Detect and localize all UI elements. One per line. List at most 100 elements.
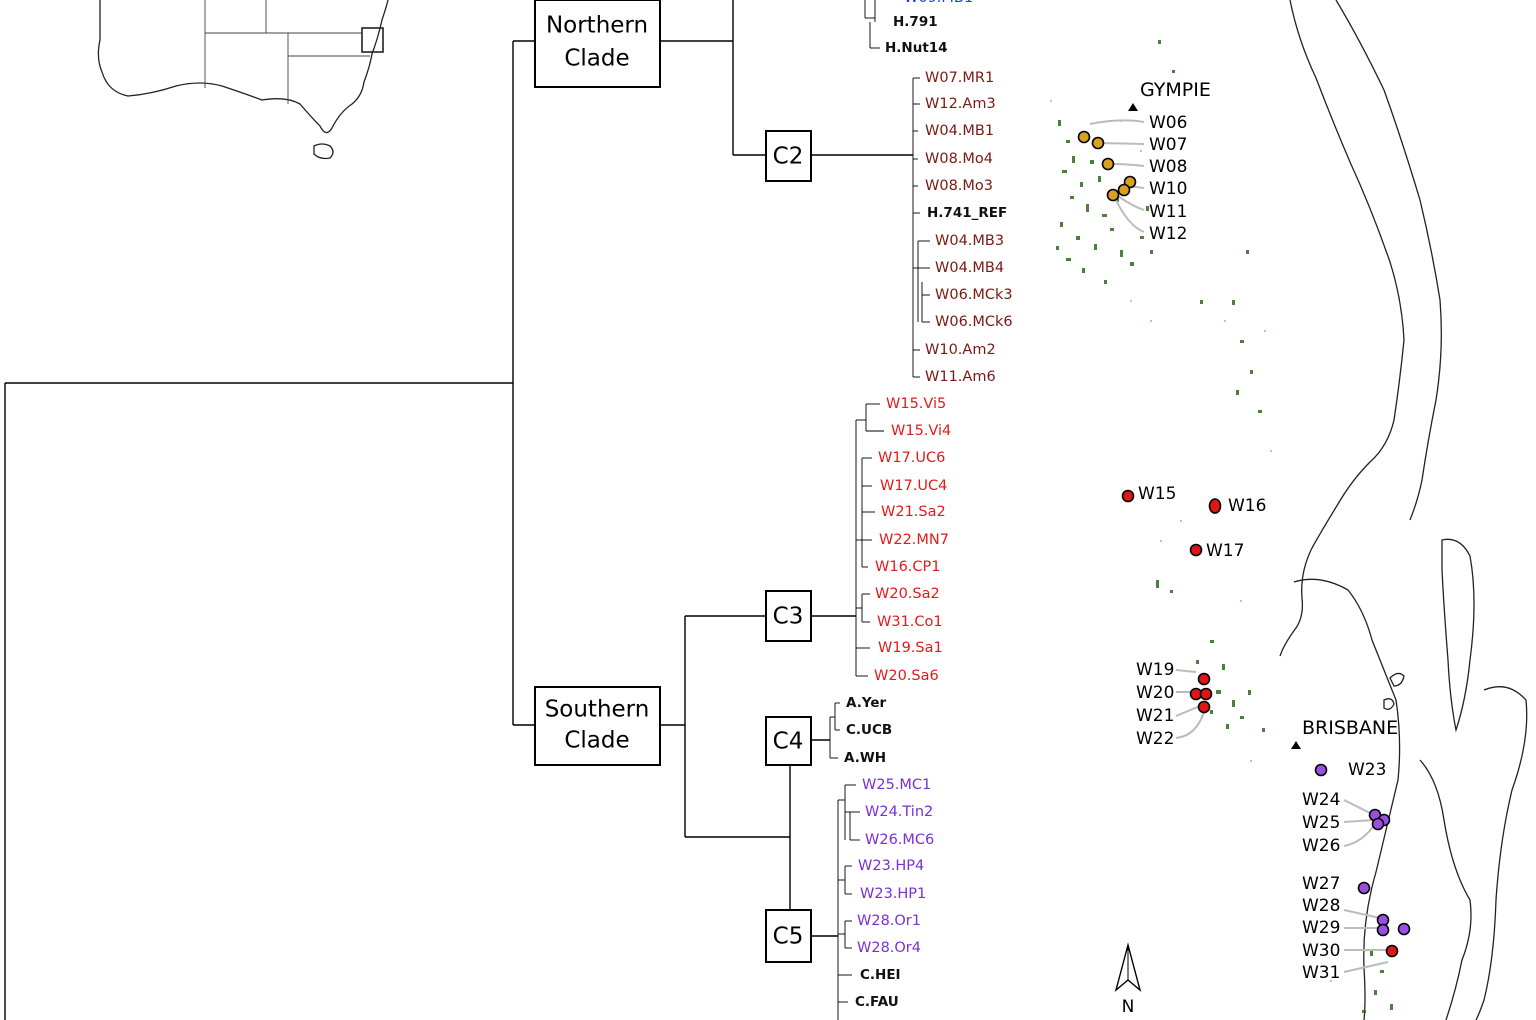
tip-label-w21-sa2: W21.Sa2 [881,504,946,520]
site-dot-w17 [1189,543,1203,557]
tip-label-w20-sa2: W20.Sa2 [875,586,940,602]
gympie-marker-icon [1128,103,1138,111]
site-label-w06: W06 [1149,113,1187,133]
northern-clade-box: Northern Clade [534,0,661,88]
site-label-w07: W07 [1149,135,1187,155]
site-points [1077,130,1411,958]
site-label-w25: W25 [1302,813,1340,833]
site-dot-w16 [1208,498,1222,514]
site-dot-w26 [1371,817,1385,831]
tree-fine-branches [829,0,930,1020]
tip-label-w25-mc1: W25.MC1 [862,777,931,793]
vegetation-patches [1050,40,1393,1013]
tip-label-w04-mb4: W04.MB4 [935,260,1004,276]
north-arrow-icon: N [1114,942,1142,1017]
tip-label-w24-tin2: W24.Tin2 [865,804,933,820]
brisbane-marker-icon [1291,741,1301,749]
tip-label-c-fau: C.FAU [855,994,899,1010]
tip-labels: W09.MB1H.791H.Nut14W07.MR1W12.Am3W04.MB1… [844,0,1013,1010]
tip-label-w26-mc6: W26.MC6 [865,832,934,848]
tip-label-w20-sa6: W20.Sa6 [874,668,939,684]
tip-label-h-741-ref: H.741_REF [927,205,1007,221]
site-labels: W06 W07 W08 W10 W11 W12 W15 W16 W17 W19 … [1136,113,1386,983]
site-label-w28: W28 [1302,896,1340,916]
phylogenetic-tree [4,0,913,1020]
tip-label-w08-mo4: W08.Mo4 [925,151,993,167]
subclade-c5-label: C5 [773,924,804,950]
australia-inset [97,0,389,160]
southern-clade-label-line1: Southern [545,697,650,723]
subclade-c3-label: C3 [773,604,804,630]
tip-label-w12-am3: W12.Am3 [925,96,996,112]
subclade-c5-box: C5 [765,909,812,963]
subclade-c4-label: C4 [773,729,804,755]
tip-label-w07-mr1: W07.MR1 [925,70,994,86]
site-dot-w27 [1357,881,1371,895]
tip-label-c-hei: C.HEI [860,967,901,983]
tip-label-w28-or4: W28.Or4 [857,940,921,956]
site-label-w10: W10 [1149,179,1187,199]
site-label-w20: W20 [1136,683,1174,703]
tip-label-w10-am2: W10.Am2 [925,342,996,358]
tip-label-w08-mo3: W08.Mo3 [925,178,993,194]
tip-label-w23-hp1: W23.HP1 [860,886,926,902]
tip-label-a-yer: A.Yer [846,695,887,711]
site-label-w15: W15 [1138,484,1176,504]
north-label: N [1122,997,1135,1017]
southern-clade-box: Southern Clade [534,686,661,766]
site-dot-w07 [1091,136,1105,150]
site-label-w12: W12 [1149,224,1187,244]
tip-label-w28-or1: W28.Or1 [857,913,921,929]
site-label-w30: W30 [1302,941,1340,961]
site-label-w19: W19 [1136,660,1174,680]
tip-label-w17-uc4: W17.UC4 [880,478,947,494]
regional-map: GYMPIE BRISBANE [1050,0,1528,1020]
site-label-w08: W08 [1149,157,1187,177]
site-label-w31: W31 [1302,963,1340,983]
tip-label-w06-mck6: W06.MCk6 [935,314,1013,330]
site-label-w23: W23 [1348,760,1386,780]
site-dot-w29 [1376,923,1390,937]
site-dot-w12 [1106,188,1120,202]
site-dot-w22 [1197,700,1211,714]
site-dot-w11 [1117,183,1131,197]
northern-clade-label-line2: Clade [564,46,629,72]
tip-label-w15-vi5: W15.Vi5 [886,396,946,412]
tip-label-w23-hp4: W23.HP4 [858,858,924,874]
tip-label-w16-cp1: W16.CP1 [875,559,941,575]
tip-label-w19-sa1: W19.Sa1 [878,640,943,656]
site-label-w16: W16 [1228,496,1266,516]
site-dot-w29b [1397,922,1411,936]
northern-clade-label-line1: Northern [546,13,648,39]
tip-label-h-nut14: H.Nut14 [885,40,948,56]
site-dot-w19 [1197,672,1211,686]
study-area-box [361,27,384,53]
subclade-c3-box: C3 [765,590,812,642]
tip-label-w06-mck3: W06.MCk3 [935,287,1013,303]
subclade-c2-label: C2 [773,144,804,170]
tip-label-w04-mb3: W04.MB3 [935,233,1004,249]
site-label-w22: W22 [1136,729,1174,749]
tip-label-w22-mn7: W22.MN7 [879,532,949,548]
site-dot-w08 [1101,157,1115,171]
tip-label-w31-co1: W31.Co1 [877,614,943,630]
tip-label-h-791: H.791 [893,14,938,30]
tip-label-w04-mb1: W04.MB1 [925,123,994,139]
site-label-w11: W11 [1149,202,1187,222]
site-label-w17: W17 [1206,541,1244,561]
site-dot-w15 [1121,489,1135,503]
site-label-w27: W27 [1302,874,1340,894]
subclade-c4-box: C4 [765,716,812,766]
site-label-w29: W29 [1302,918,1340,938]
site-label-w21: W21 [1136,706,1174,726]
southern-clade-label-line2: Clade [564,728,629,754]
site-dot-w23 [1314,763,1328,777]
tip-label-w15-vi4: W15.Vi4 [891,423,951,439]
tip-label-w09-mb1: W09.MB1 [904,0,973,6]
city-label-brisbane: BRISBANE [1302,717,1398,739]
subclade-c2-box: C2 [765,130,812,182]
site-dot-w30 [1385,944,1399,958]
site-label-w24: W24 [1302,790,1340,810]
